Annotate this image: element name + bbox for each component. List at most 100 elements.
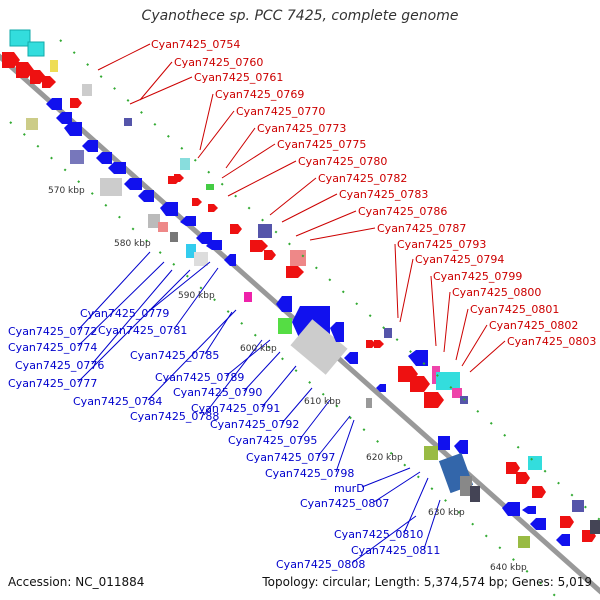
- gene-arrow[interactable]: [224, 254, 236, 266]
- gene-arrow[interactable]: [410, 376, 430, 392]
- gene-arrow[interactable]: [286, 266, 304, 278]
- gene-label[interactable]: Cyan7425_0754: [151, 38, 240, 51]
- gene-feature[interactable]: [518, 536, 530, 548]
- gene-arrow[interactable]: [108, 162, 126, 174]
- gene-arrow[interactable]: [556, 534, 570, 546]
- gene-arrow[interactable]: [160, 202, 178, 216]
- gene-arrow[interactable]: [376, 384, 386, 392]
- gene-arrow[interactable]: [138, 190, 154, 202]
- gene-feature[interactable]: [206, 184, 214, 190]
- gene-arrow[interactable]: [454, 440, 468, 454]
- gene-label[interactable]: Cyan7425_0775: [277, 138, 366, 151]
- gene-label[interactable]: Cyan7425_0772: [8, 325, 97, 338]
- gene-arrow[interactable]: [408, 350, 428, 366]
- gene-arrow[interactable]: [502, 502, 520, 516]
- gene-feature[interactable]: [572, 500, 584, 512]
- gene-label[interactable]: Cyan7425_0802: [489, 319, 578, 332]
- gene-feature[interactable]: [27, 41, 45, 57]
- gene-arrow[interactable]: [46, 98, 62, 110]
- gene-feature[interactable]: [452, 388, 462, 398]
- gene-arrow[interactable]: [70, 98, 82, 108]
- gene-arrow[interactable]: [174, 174, 184, 182]
- gene-label[interactable]: Cyan7425_0811: [351, 544, 440, 557]
- gene-label[interactable]: Cyan7425_0808: [276, 558, 365, 571]
- gene-arrow[interactable]: [42, 76, 56, 88]
- gene-feature[interactable]: [82, 84, 92, 96]
- gene-label[interactable]: murD: [334, 482, 365, 495]
- gene-feature[interactable]: [100, 178, 122, 196]
- gene-label[interactable]: Cyan7425_0790: [173, 386, 262, 399]
- gene-label[interactable]: Cyan7425_0782: [318, 172, 407, 185]
- gene-feature[interactable]: [258, 224, 272, 238]
- gene-label[interactable]: Cyan7425_0810: [334, 528, 423, 541]
- gene-label[interactable]: Cyan7425_0773: [257, 122, 346, 135]
- gene-feature[interactable]: [170, 232, 178, 242]
- gene-feature[interactable]: [50, 60, 58, 72]
- gene-feature[interactable]: [460, 476, 472, 496]
- gene-feature[interactable]: [590, 520, 600, 534]
- gene-feature[interactable]: [148, 214, 160, 228]
- gene-label[interactable]: Cyan7425_0774: [8, 341, 97, 354]
- gene-feature[interactable]: [366, 398, 372, 408]
- gene-label[interactable]: Cyan7425_0799: [433, 270, 522, 283]
- gene-feature[interactable]: [9, 29, 31, 47]
- gene-feature[interactable]: [158, 222, 168, 232]
- gene-label[interactable]: Cyan7425_0803: [507, 335, 596, 348]
- gene-label[interactable]: Cyan7425_0781: [98, 324, 187, 337]
- gene-arrow[interactable]: [2, 52, 20, 68]
- gene-arrow[interactable]: [196, 232, 212, 244]
- gene-label[interactable]: Cyan7425_0791: [191, 402, 280, 415]
- gene-feature[interactable]: [70, 150, 84, 164]
- gene-label[interactable]: Cyan7425_0800: [452, 286, 541, 299]
- gene-label[interactable]: Cyan7425_0789: [155, 371, 244, 384]
- gene-arrow[interactable]: [250, 240, 268, 252]
- gene-arrow[interactable]: [96, 152, 112, 164]
- gene-label[interactable]: Cyan7425_0807: [300, 497, 389, 510]
- gene-arrow[interactable]: [506, 462, 520, 474]
- gene-arrow[interactable]: [82, 140, 98, 152]
- gene-arrow[interactable]: [366, 340, 376, 348]
- gene-label[interactable]: Cyan7425_0770: [236, 105, 325, 118]
- gene-label[interactable]: Cyan7425_0779: [80, 307, 169, 320]
- gene-feature[interactable]: [384, 328, 392, 338]
- gene-label[interactable]: Cyan7425_0792: [210, 418, 299, 431]
- gene-feature[interactable]: [290, 250, 306, 266]
- gene-arrow[interactable]: [560, 516, 574, 528]
- gene-label[interactable]: Cyan7425_0798: [265, 467, 354, 480]
- gene-label[interactable]: Cyan7425_0797: [246, 451, 335, 464]
- gene-arrow[interactable]: [206, 240, 222, 250]
- gene-feature[interactable]: [124, 118, 132, 126]
- gene-feature[interactable]: [436, 372, 460, 390]
- gene-label[interactable]: Cyan7425_0785: [130, 349, 219, 362]
- gene-label[interactable]: Cyan7425_0786: [358, 205, 447, 218]
- gene-arrow[interactable]: [124, 178, 142, 190]
- gene-arrow[interactable]: [192, 198, 202, 206]
- gene-arrow[interactable]: [180, 216, 196, 226]
- gene-label[interactable]: Cyan7425_0760: [174, 56, 263, 69]
- gene-feature[interactable]: [26, 118, 38, 130]
- gene-arrow[interactable]: [56, 112, 72, 124]
- gene-feature[interactable]: [278, 318, 292, 334]
- gene-arrow[interactable]: [64, 122, 82, 136]
- gene-label[interactable]: Cyan7425_0793: [397, 238, 486, 251]
- gene-feature[interactable]: [180, 158, 190, 170]
- gene-label[interactable]: Cyan7425_0784: [73, 395, 162, 408]
- gene-feature[interactable]: [290, 319, 348, 375]
- gene-arrow[interactable]: [532, 486, 546, 498]
- gene-label[interactable]: Cyan7425_0787: [377, 222, 466, 235]
- gene-label[interactable]: Cyan7425_0780: [298, 155, 387, 168]
- gene-feature[interactable]: [186, 244, 196, 258]
- gene-label[interactable]: Cyan7425_0795: [228, 434, 317, 447]
- gene-label[interactable]: Cyan7425_0776: [15, 359, 104, 372]
- gene-arrow[interactable]: [264, 250, 276, 260]
- gene-arrow[interactable]: [374, 340, 384, 348]
- gene-arrow[interactable]: [344, 352, 358, 364]
- gene-label[interactable]: Cyan7425_0783: [339, 188, 428, 201]
- gene-label[interactable]: Cyan7425_0761: [194, 71, 283, 84]
- gene-label[interactable]: Cyan7425_0769: [215, 88, 304, 101]
- gene-label[interactable]: Cyan7425_0801: [470, 303, 559, 316]
- gene-label[interactable]: Cyan7425_0788: [130, 410, 219, 423]
- gene-arrow[interactable]: [276, 296, 292, 312]
- gene-feature[interactable]: [528, 456, 542, 470]
- gene-feature[interactable]: [244, 292, 252, 302]
